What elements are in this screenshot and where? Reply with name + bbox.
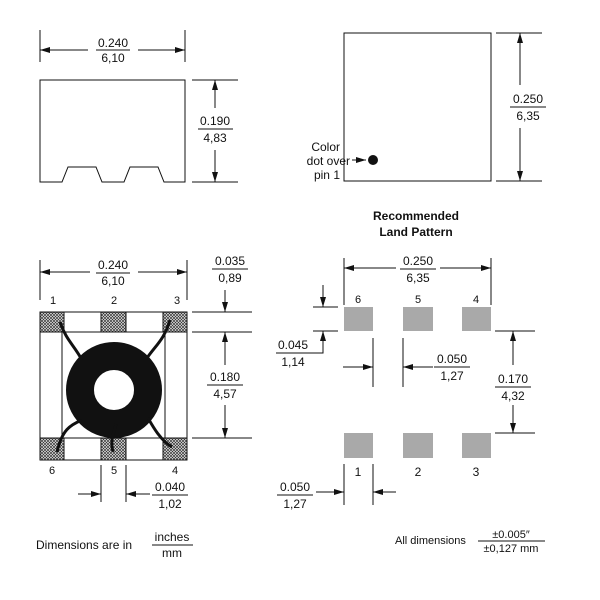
width-in: 0.250 <box>403 254 433 268</box>
pin-label: 2 <box>111 295 117 307</box>
land-pad <box>462 433 491 458</box>
tolerance-in: ±0.005″ <box>492 529 530 541</box>
side-view: 0.240 6,10 0.190 4,83 <box>39 30 238 183</box>
width-mm: 6,35 <box>406 271 430 285</box>
top-view: Color dot over pin 1 0.250 6,35 <box>307 32 546 182</box>
width-in: 0.240 <box>98 258 128 272</box>
pin-label: 6 <box>355 294 361 306</box>
land-pattern: Recommended Land Pattern 0.250 6,35 6 5 … <box>276 209 535 511</box>
land-pad <box>344 307 373 331</box>
dot-label: Color <box>311 140 340 154</box>
land-pattern-title: Land Pattern <box>379 225 452 239</box>
footer-notes: Dimensions are in inches mm All dimensio… <box>36 529 545 560</box>
height-in: 0.190 <box>200 114 230 128</box>
pin-label: 5 <box>111 465 117 477</box>
pad-height-mm: 1,14 <box>281 355 305 369</box>
tolerance-mm: ±0,127 mm <box>484 543 539 555</box>
pin-label: 5 <box>415 294 421 306</box>
dot-label: dot over <box>307 154 350 168</box>
pin-label: 3 <box>473 465 480 479</box>
units-label: Dimensions are in <box>36 538 132 552</box>
height-in: 0.250 <box>513 92 543 106</box>
dot-label: pin 1 <box>314 168 340 182</box>
pin-label: 3 <box>174 295 180 307</box>
pin-label: 6 <box>49 465 55 477</box>
height-mm: 4,83 <box>203 131 227 145</box>
row-spacing-mm: 4,32 <box>501 389 525 403</box>
width-mm: 6,10 <box>101 274 125 288</box>
pin-label: 2 <box>415 465 422 479</box>
tolerance-label: All dimensions <box>395 535 466 547</box>
pin-label: 4 <box>172 465 178 477</box>
land-pad <box>403 433 433 458</box>
units-numerator: inches <box>155 530 190 544</box>
land-pattern-title: Recommended <box>373 209 459 223</box>
land-pad <box>462 307 491 331</box>
pin-label: 1 <box>355 465 362 479</box>
width-in: 0.240 <box>98 36 128 50</box>
pad-gap-mm: 1,27 <box>440 369 464 383</box>
pad-width-mm: 1,27 <box>283 497 307 511</box>
pad-gap-in: 0.050 <box>437 352 467 366</box>
pad-spacing-mm: 4,57 <box>213 387 237 401</box>
pad-height-in: 0.045 <box>278 338 308 352</box>
units-denominator: mm <box>162 546 182 560</box>
pad-width-in: 0.050 <box>280 480 310 494</box>
land-pad <box>403 307 433 331</box>
pad-height-mm: 0,89 <box>218 271 242 285</box>
toroid-core <box>55 319 173 453</box>
pad-width-mm: 1,02 <box>158 497 182 511</box>
pin1-dot <box>368 155 378 165</box>
bottom-view: 0.240 6,10 1 2 3 0.035 0,89 <box>39 254 252 511</box>
height-mm: 6,35 <box>516 109 540 123</box>
land-pad <box>344 433 373 458</box>
width-mm: 6,10 <box>101 51 125 65</box>
pad-width-in: 0.040 <box>155 480 185 494</box>
pad-spacing-in: 0.180 <box>210 370 240 384</box>
row-spacing-in: 0.170 <box>498 372 528 386</box>
pin-label: 1 <box>50 295 56 307</box>
pad-height-in: 0.035 <box>215 254 245 268</box>
pin-label: 4 <box>473 294 479 306</box>
